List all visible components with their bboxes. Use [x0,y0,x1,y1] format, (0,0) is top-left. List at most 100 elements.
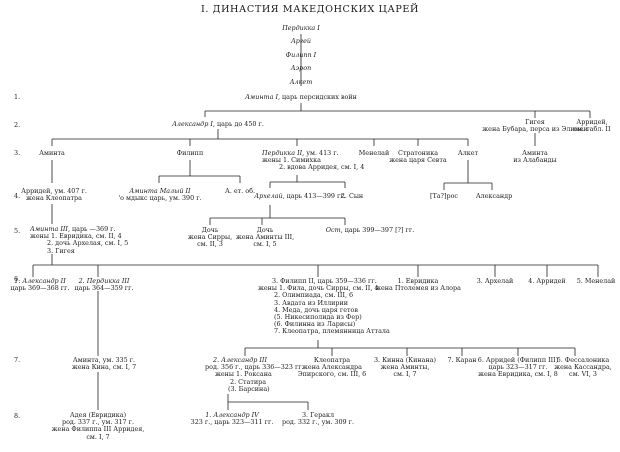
node-name: Ост, [325,226,343,234]
node-line: жена Бубара, перса из Элимеи [482,125,588,134]
node-philip-2: 3. Филипп II, царь 359—336 гг. жены 1. Ф… [258,277,390,336]
node-line: см. VI, 3 [569,370,597,379]
node-line: жены 1. Симихка [262,156,321,165]
node-line: жена Аминты, [380,363,430,372]
node-line: Адея (Евридика) [69,411,127,419]
generation-number-2: 2. [14,121,21,129]
node-perdiccas-3: 2. Пердикка III царь 364—359 гг. [74,277,134,293]
node-line: жена Филиппа III Арридея, [51,425,145,434]
node-line: 323 г., царь 323—311 гг. [190,418,274,427]
node-line: жена Евридика, см. I, 8 [478,370,558,379]
node-cleopatra: Клеопатра жена Александра Эпирского, см.… [297,356,367,379]
node-note: царь до 450 г. [216,120,264,128]
node-name: Аминта I, [245,93,281,101]
node-menelaus-gen3: Менелай [358,149,390,157]
node-line: (5. Никесиполида из Фер) [274,313,362,322]
node-line: жены 1. Евридика, см. II, 4 [30,232,122,241]
node-line: 3. Авдата из Иллирии [274,298,349,307]
node-orestes: Ост, царь 399—397 [?] гг. [325,226,415,234]
node-gygaea: Гигея жена Бубара, перса из Элимеи [482,118,588,134]
node-amyntas-3: Аминта III, царь —369 г. жены 1. Евридик… [30,225,128,255]
node-line: 3. Геракл [301,411,335,419]
node-heracles: 3. Геракл род. 332 г., ум. 309 г. [281,411,355,427]
generation-number-4: 4. [14,192,21,200]
node-name: Аминта Малый II [129,187,191,195]
node-name: 1. Александр IV [205,411,259,419]
node-son: 2. Сын [340,192,364,200]
node-taros: [Та?]рос [429,192,459,200]
node-note: ум. 413 г. [306,149,339,157]
node-line: 3. Гигея [47,246,75,255]
node-line: род. 332 г., ум. 309 г. [281,418,355,427]
node-line: Дочь [201,226,219,234]
diagram-title: I. ДИНАСТИЯ МАКЕДОНСКИХ ЦАРЕЙ [200,4,420,15]
node-line: 2. Олимпиада, см. III, 6 [274,291,354,300]
ancestor-alcetas: Алкет [289,78,313,86]
ancestor-argaeus: Аргей [290,37,312,45]
node-line: Клеопатра [313,356,351,364]
node-line: см. табл. II [573,125,611,134]
node-menelaus-gen6: 5. Менелай [576,277,616,285]
node-amyntas-minor: Аминта Малый II 'о мдыкс царь, ум. 390 г… [118,187,202,203]
node-line: 5. Фессалоника [556,356,610,364]
ancestor-perdiccas-1: Пердикка I [282,24,320,32]
node-alexander-3: 2. Александр III род. 356 г., царь 336—3… [205,356,304,393]
node-line: см. I, 5 [253,240,277,249]
node-philip-3: 6. Арридей (Филипп III) царь 323—317 гг.… [477,356,559,379]
node-line: 2. Статира [230,377,267,386]
node-note: царь 399—397 [?] гг. [344,226,415,234]
node-line: жена Кина, см. I, 7 [71,363,137,372]
node-name: Пердикка II, [262,149,305,157]
node-amyntas-gen7: Аминта, ум. 335 г. жена Кина, см. I, 7 [71,356,137,372]
node-alexander-2: 1. Александр II царь 369—368 гг. [10,277,69,292]
node-alexander-1: Александр I, царь до 450 г. [172,120,264,128]
node-line: 4. Меда, дочь царя гетов [274,305,358,314]
node-amyntas-1: Аминта I, царь персидских войн [245,93,357,101]
generation-number-8: 8. [14,412,21,420]
node-thessalonice: 5. Фессалоника жена Кассандра, см. VI, 3 [554,356,612,379]
ancestor-aeropus: Аэроп [290,64,312,72]
node-arrhidaeus-gen4: Арридей, ум. 407 г. жена Клеопатра [21,187,87,203]
node-line: 7. Клеопатра, племянница Аттала [274,327,390,336]
node-line: жена Клеопатра [26,194,82,203]
node-line: жена Кассандра, [554,363,612,372]
node-line: Дочь [256,226,274,234]
node-name: 1. Александр II [14,277,66,285]
generation-number-1: 1. [14,93,21,101]
node-philip-gen3: Филипп [176,149,204,157]
node-line: род. 337 г., ум. 317 г. [61,418,135,427]
node-cynane: 3. Кинна (Кинана) жена Аминты, см. I, 7 [374,356,436,379]
node-line: жена Аминты III, [235,233,295,242]
node-note: 'о мдыкс царь, ум. 390 г. [118,194,202,203]
node-line: 3. Филипп II, царь 359—336 гг. [272,277,377,285]
node-note: царь —369 г. [72,225,116,233]
node-line: (3. Барсина) [228,384,270,393]
node-line: род. 356 г., царь 336—323 гг. [205,363,304,372]
node-name: Архелай, [254,192,285,200]
node-line: жена Птолемея из Алора [375,284,461,293]
node-line: из Алабанды [513,156,557,165]
node-arrhidaeus-gen6: 4. Арридей [528,277,566,285]
node-line: Эпирского, см. III, 6 [297,370,367,379]
node-note: царь 413—399 гг. [286,192,346,200]
node-adea-eurydice: Адея (Евридика) род. 337 г., ум. 317 г. … [51,411,145,441]
node-line: жены 1. Роксана [215,370,272,379]
node-line: Аминта [522,149,548,157]
node-line: жена царя Севта [389,156,447,165]
node-line: жена Александра [302,363,362,372]
node-daughter-sirrhas: Дочь жена Сирры, см. II, 3 [188,226,232,249]
node-name: Аминта III, [30,225,70,233]
node-line: 1. Евридика [397,277,439,285]
node-note: царь 364—359 гг. [74,284,134,293]
generation-number-5: 5. [14,227,21,235]
node-arrhidaeus-gen2: Арридей, см. табл. II [573,118,611,134]
node-alexander-gen4: Александр [475,192,513,200]
generation-number-6: 6. [14,275,21,283]
node-line: царь 323—317 гг. [488,363,548,372]
node-line: 6. Арридей (Филипп III) [477,356,559,364]
node-name: Александр I, [172,120,215,128]
node-name: 2. Пердикка III [78,277,130,285]
node-archelaus: Архелай, царь 413—399 гг. [254,192,346,200]
